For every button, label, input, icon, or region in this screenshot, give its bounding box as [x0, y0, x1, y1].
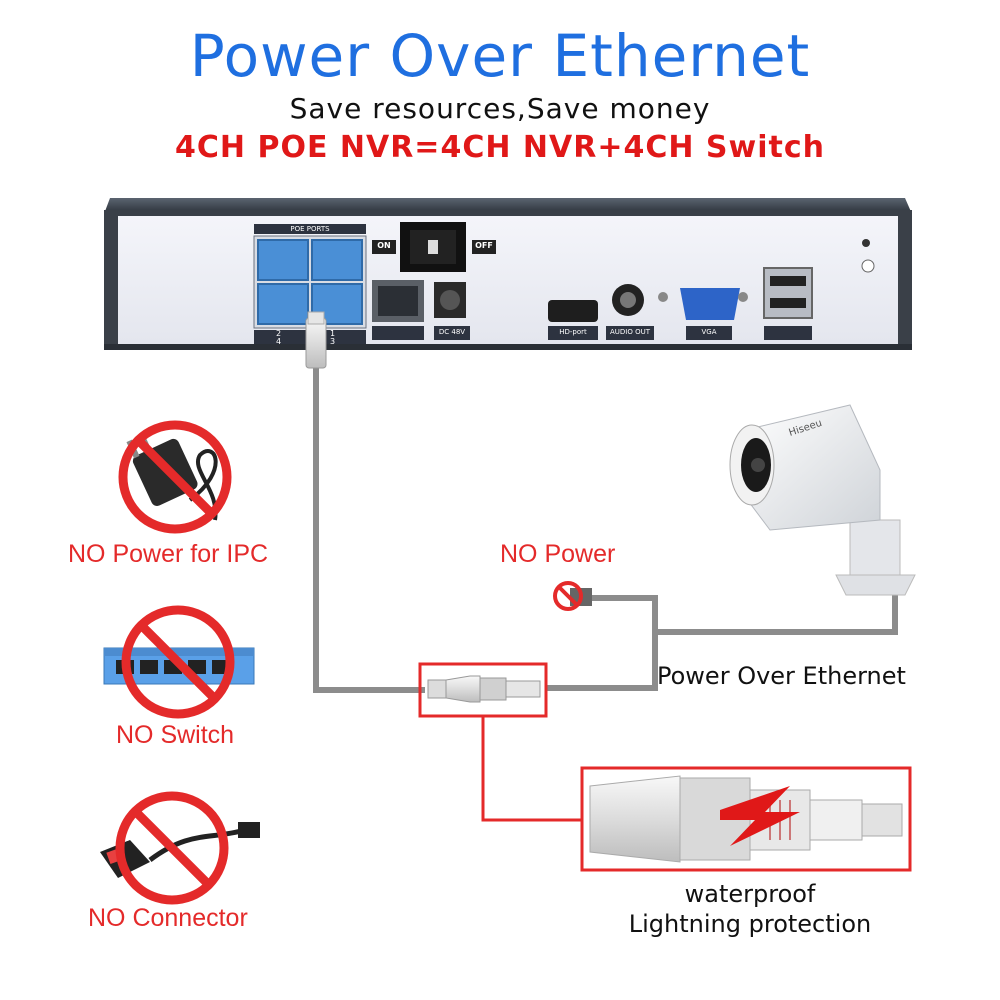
- network-cable: [313, 365, 898, 693]
- no-power-icon: [553, 581, 592, 611]
- no-power-label: NO Power: [500, 540, 616, 568]
- vga-label: VGA: [701, 328, 717, 336]
- poe-label: Power Over Ethernet: [657, 662, 906, 690]
- port-number-4: 4: [276, 337, 282, 346]
- waterproof-connector-closeup: [589, 775, 903, 863]
- network-switch-icon: [103, 605, 255, 719]
- poe-port-3: [311, 283, 363, 325]
- off-label: OFF: [475, 241, 493, 250]
- poe-ports-label: POE PORTS: [290, 225, 330, 233]
- port-number-1: 1: [330, 329, 336, 338]
- dc-label: DC 48V: [438, 328, 466, 336]
- hd-port: [548, 300, 598, 322]
- no-switch-label: NO Switch: [116, 721, 235, 749]
- power-adapter-icon: [118, 420, 232, 534]
- nvr-device: [104, 198, 912, 350]
- no-connector-label: NO Connector: [88, 904, 248, 932]
- zoom-link-line: [481, 716, 582, 822]
- headline: 4CH POE NVR=4CH NVR+4CH Switch: [175, 130, 825, 165]
- vga-port: [680, 288, 740, 320]
- usb-ports: [763, 267, 813, 319]
- poe-port-4: [257, 283, 309, 325]
- port-number-3: 3: [330, 337, 336, 346]
- audio-out-label: AUDIO OUT: [609, 328, 650, 336]
- hd-port-label: HD-port: [559, 328, 587, 336]
- poe-port-1: [311, 239, 363, 281]
- poe-port-2: [257, 239, 309, 281]
- on-label: ON: [377, 241, 391, 250]
- inline-connector: [427, 675, 541, 703]
- port-number-2: 2: [276, 329, 282, 338]
- lightning-bolt-icon: [720, 786, 800, 846]
- poe-splitter-icon: [100, 791, 260, 905]
- lightning-protection-label: Lightning protection: [628, 910, 872, 938]
- bullet-camera: Hiseeu: [729, 404, 916, 596]
- page-subtitle: Save resources,Save money: [289, 92, 711, 125]
- no-power-ipc-label: NO Power for IPC: [68, 540, 269, 568]
- page-title: Power Over Ethernet: [189, 22, 811, 90]
- rj45-plug-top: [305, 311, 327, 369]
- waterproof-label: waterproof: [684, 880, 816, 908]
